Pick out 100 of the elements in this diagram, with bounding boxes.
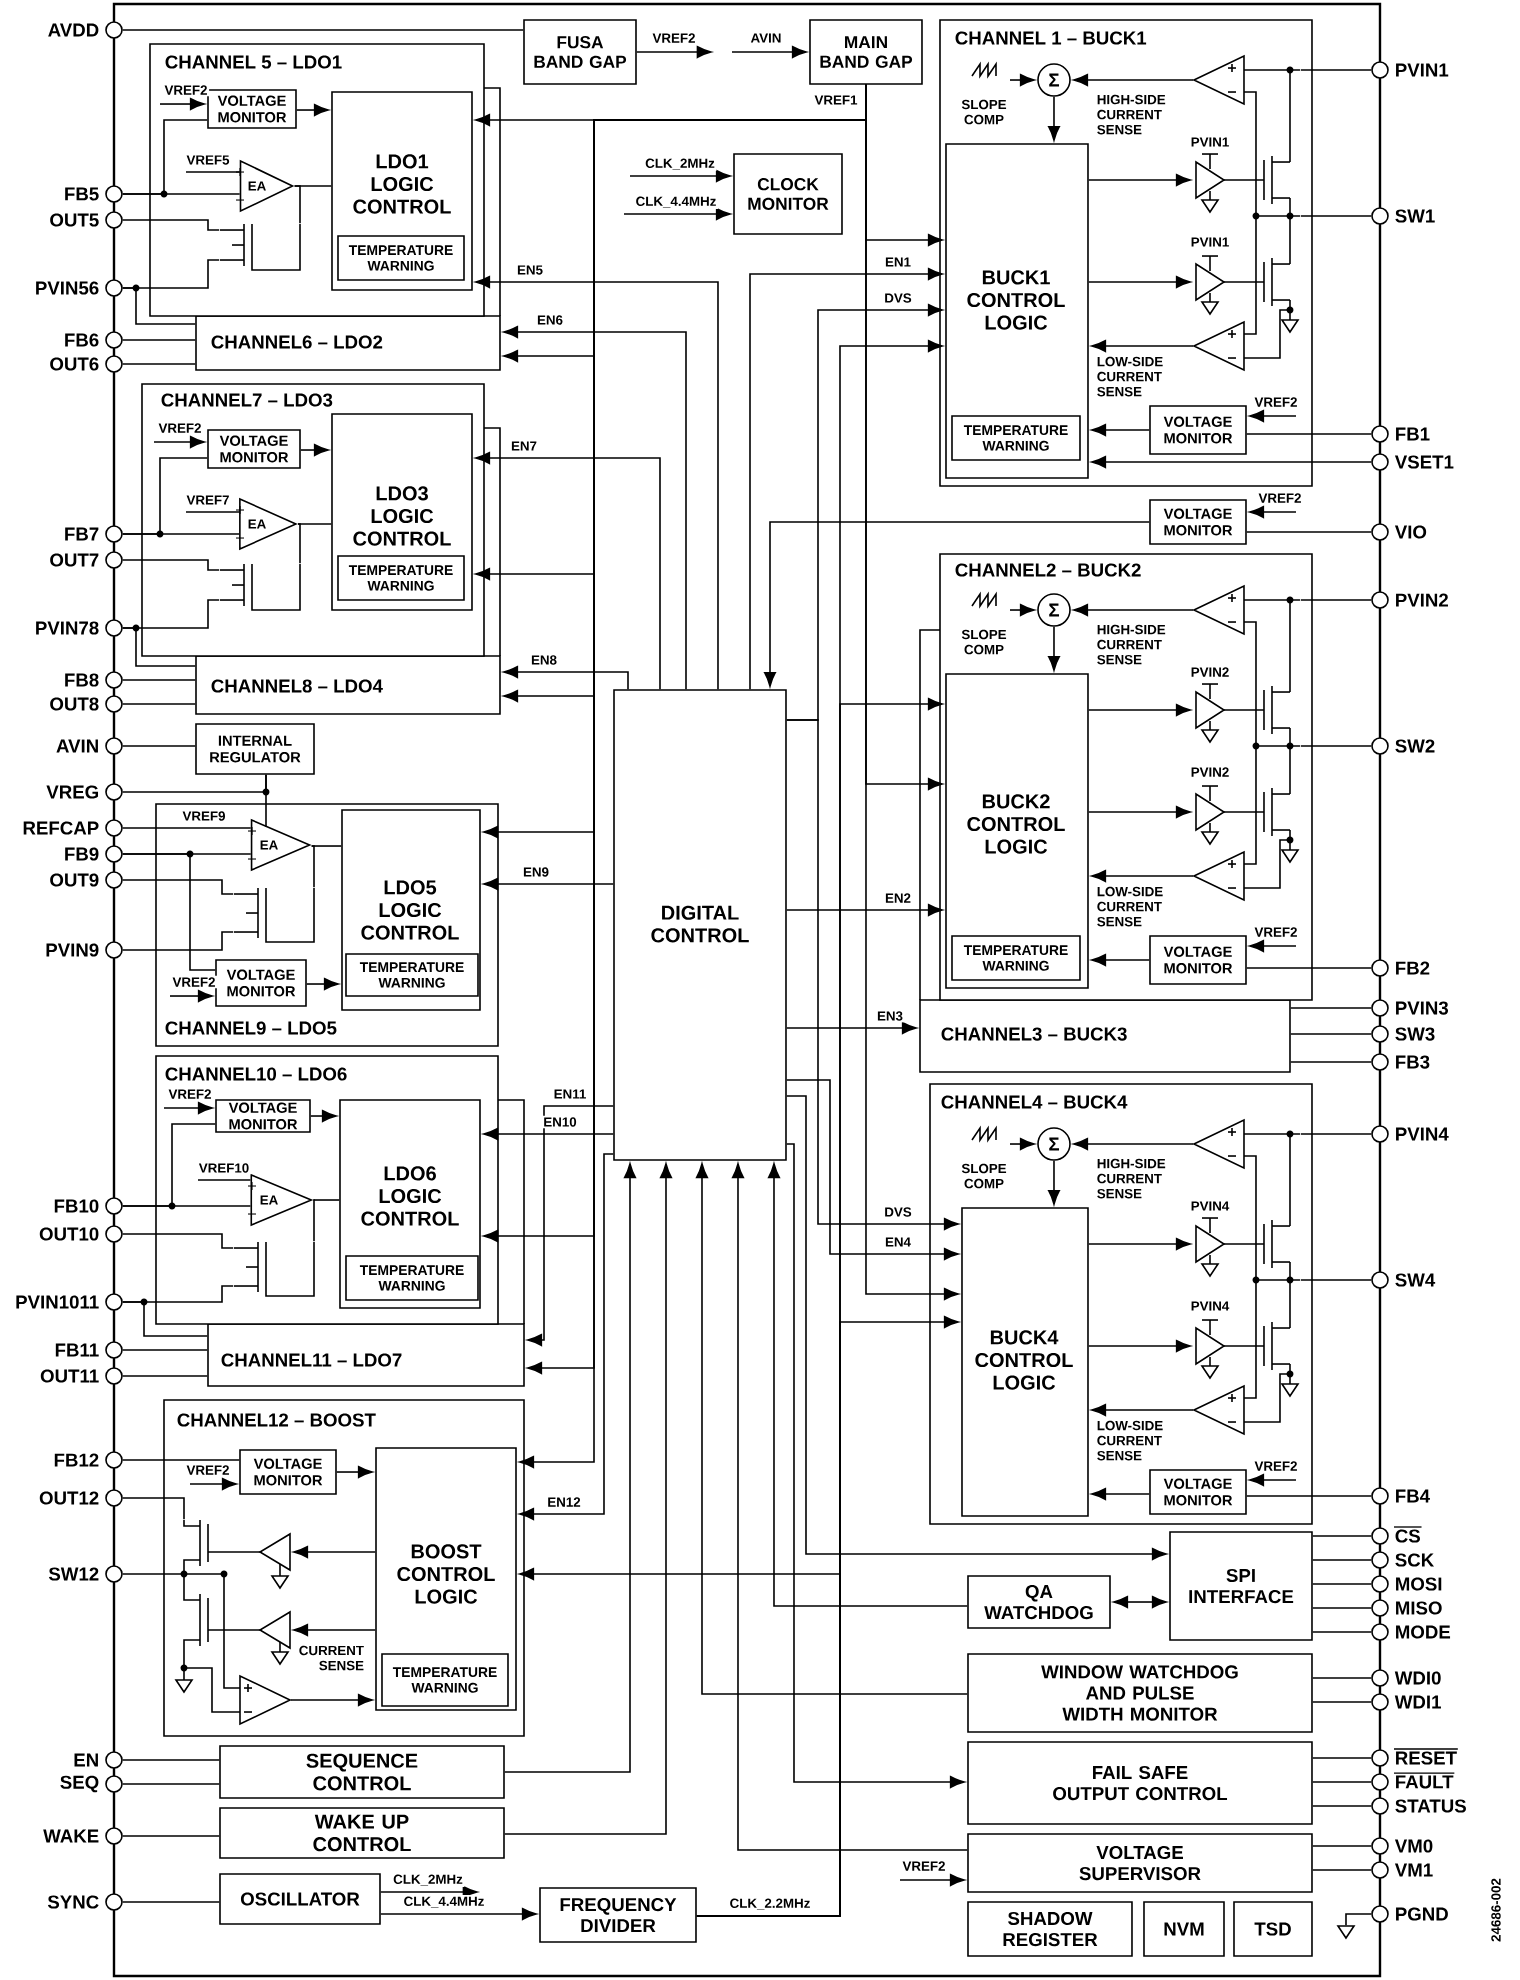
pin	[1371, 1527, 1389, 1545]
connector-line	[185, 171, 241, 173]
connector-line	[1312, 1701, 1372, 1703]
connector-line	[122, 1783, 220, 1785]
pin	[1371, 1861, 1389, 1879]
connector-line	[197, 1179, 252, 1181]
arrow	[483, 1127, 614, 1141]
pin	[105, 1293, 123, 1311]
arrow	[519, 1153, 614, 1521]
pin-label: PVIN56	[36, 281, 99, 295]
pin	[105, 1451, 123, 1469]
arrow	[306, 977, 339, 991]
arrow	[1073, 73, 1194, 87]
pin	[105, 1341, 123, 1359]
block-box: CLOCK MONITOR	[733, 153, 843, 235]
summing-junction: Σ	[1037, 1127, 1071, 1161]
arrow	[786, 1079, 959, 1261]
arrow	[1047, 626, 1061, 671]
pin-label: OUT8	[50, 697, 99, 711]
pin-label: OUT9	[50, 873, 99, 887]
arrow	[527, 1105, 614, 1347]
connector-line	[122, 1298, 208, 1337]
arrow	[380, 1907, 537, 1921]
pin-label: PVIN1011	[16, 1295, 99, 1309]
pin	[1371, 207, 1389, 225]
pin	[1371, 523, 1389, 541]
arrow	[629, 169, 731, 183]
connector-line	[297, 523, 332, 525]
connector-line	[122, 29, 524, 31]
arrow	[1073, 1137, 1194, 1151]
connector-line	[1300, 745, 1372, 747]
connector-line	[122, 1573, 184, 1575]
pin-label: AVIN	[56, 739, 98, 753]
arrow	[1091, 339, 1194, 353]
arrow	[1009, 73, 1035, 87]
arrow	[786, 1095, 1167, 1561]
connector-line	[1312, 1583, 1372, 1585]
connector-line	[122, 219, 220, 231]
connector-line	[185, 511, 240, 513]
pin-label: FB6	[65, 333, 99, 347]
block-box: QA WATCHDOG	[967, 1575, 1111, 1629]
arrow	[1047, 1160, 1061, 1205]
pin-label: CS	[1393, 1526, 1423, 1543]
connector-line	[1312, 1781, 1372, 1783]
pin-label: OUT12	[39, 1491, 99, 1505]
arrow	[293, 1545, 376, 1559]
connector-line	[1312, 1559, 1372, 1561]
connector-line	[1312, 1805, 1372, 1807]
pin	[1371, 1487, 1389, 1505]
arrow	[519, 1567, 841, 1917]
connector-line	[122, 879, 234, 895]
pin-label: REFCAP	[23, 821, 99, 835]
arrow	[336, 1465, 373, 1479]
pin	[1371, 1693, 1389, 1711]
pin	[105, 1197, 123, 1215]
connector-line	[122, 1835, 220, 1837]
pin	[105, 695, 123, 713]
arrow	[475, 451, 661, 690]
pin	[105, 819, 123, 837]
connector-line	[122, 624, 196, 667]
arrow	[1088, 275, 1191, 289]
arrow	[1091, 869, 1194, 883]
arrow	[296, 103, 329, 117]
arrow	[189, 1477, 237, 1491]
pin	[1371, 1599, 1389, 1617]
block-box: FREQUENCY DIVIDER	[539, 1887, 697, 1943]
connector-line	[1246, 1495, 1372, 1497]
pin	[1371, 1837, 1389, 1855]
connector-line	[122, 1233, 234, 1249]
arrow	[380, 1885, 478, 1899]
block-box: WINDOW WATCHDOG AND PULSE WIDTH MONITOR	[967, 1653, 1313, 1733]
pin-label: PVIN4	[1396, 1127, 1449, 1141]
arrow	[1047, 96, 1061, 141]
connector-line	[1290, 1007, 1372, 1009]
pin-label: PVIN9	[46, 943, 99, 957]
block-box: FAIL SAFE OUTPUT CONTROL	[967, 1741, 1313, 1825]
pin	[1371, 453, 1389, 471]
connector-line	[122, 1901, 220, 1903]
connector-line	[293, 185, 301, 224]
pin-label: PVIN3	[1396, 1001, 1449, 1015]
pin	[105, 619, 123, 637]
arrow	[1091, 1487, 1150, 1501]
pass-transistor-drawing	[233, 1241, 315, 1297]
pin	[105, 355, 123, 373]
pin-label: FB9	[65, 847, 99, 861]
arrow	[153, 435, 205, 449]
pin-label: WDI0	[1394, 1671, 1441, 1685]
pin-label: OUT10	[39, 1227, 99, 1241]
logic-block: DIGITAL CONTROL	[613, 689, 787, 1161]
pin	[1371, 1125, 1389, 1143]
pin-label: OUT5	[50, 213, 99, 227]
pin-label: SW1	[1395, 209, 1435, 223]
pin-label: FB10	[54, 1199, 99, 1213]
pin	[1371, 1575, 1389, 1593]
connector-line	[1246, 433, 1372, 435]
connector-line	[312, 1199, 340, 1201]
pin-label: VIO	[1394, 525, 1427, 539]
pin	[1371, 1551, 1389, 1569]
arrow	[503, 665, 629, 690]
pin-label: FB5	[65, 187, 99, 201]
